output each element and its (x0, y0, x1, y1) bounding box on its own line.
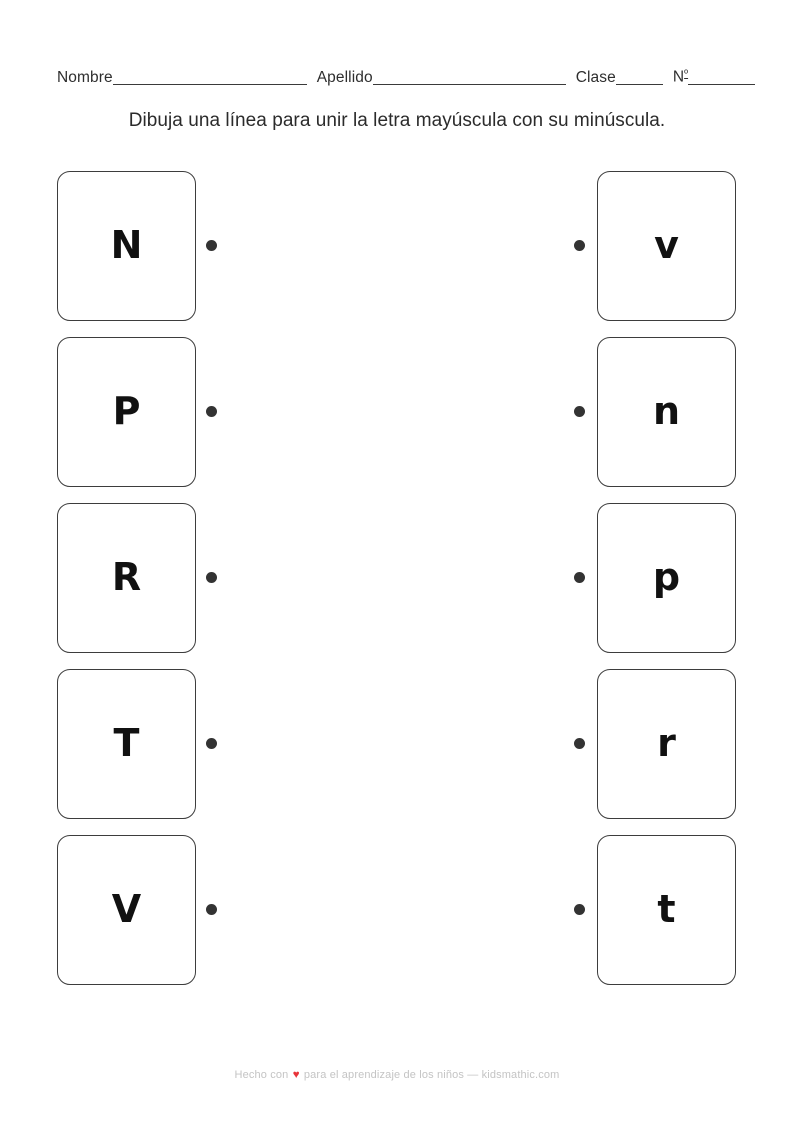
name-field-label: Nombre (57, 69, 113, 86)
uppercase-letter: N (110, 223, 143, 267)
footer-text-after: para el aprendizaje de los niños — kidsm… (303, 1069, 560, 1081)
matching-row: V t (0, 835, 794, 985)
surname-field-label: Apellido (316, 69, 373, 86)
number-field-label-text: N (672, 69, 685, 86)
name-field-line[interactable] (112, 84, 307, 85)
number-field-line[interactable] (688, 84, 755, 85)
connector-dot-left[interactable] (206, 904, 217, 915)
class-field-label: Clase (575, 69, 616, 86)
matching-row: P n (0, 337, 794, 487)
uppercase-card[interactable]: P (57, 337, 196, 487)
lowercase-card[interactable]: n (597, 337, 736, 487)
uppercase-card[interactable]: R (57, 503, 196, 653)
lowercase-letter: r (657, 721, 676, 765)
lowercase-card[interactable]: p (597, 503, 736, 653)
lowercase-card[interactable]: v (597, 171, 736, 321)
connector-dot-right[interactable] (574, 406, 585, 417)
footer-credit: Hecho con ♥ para el aprendizaje de los n… (0, 1069, 794, 1081)
matching-row: R p (0, 503, 794, 653)
connector-dot-left[interactable] (206, 240, 217, 251)
connector-dot-right[interactable] (574, 572, 585, 583)
uppercase-card[interactable]: V (57, 835, 196, 985)
matching-row: T r (0, 669, 794, 819)
ordinal-indicator: º (684, 68, 689, 81)
lowercase-card[interactable]: t (597, 835, 736, 985)
uppercase-card[interactable]: N (57, 171, 196, 321)
lowercase-letter: p (652, 555, 681, 599)
class-field-line[interactable] (615, 84, 663, 85)
lowercase-letter: t (657, 887, 676, 931)
connector-dot-right[interactable] (574, 738, 585, 749)
uppercase-letter: V (111, 887, 142, 931)
number-field-label: Nº (673, 65, 688, 88)
uppercase-letter: T (113, 721, 140, 765)
connector-dot-right[interactable] (574, 240, 585, 251)
connector-dot-left[interactable] (206, 572, 217, 583)
instruction-text: Dibuja una línea para unir la letra mayú… (128, 110, 666, 131)
lowercase-letter: n (652, 389, 681, 433)
uppercase-card[interactable]: T (57, 669, 196, 819)
connector-dot-right[interactable] (574, 904, 585, 915)
lowercase-card[interactable]: r (597, 669, 736, 819)
footer-text-before: Hecho con (234, 1069, 289, 1081)
uppercase-letter: R (111, 555, 142, 599)
lowercase-letter: v (654, 223, 679, 267)
uppercase-letter: P (112, 389, 141, 433)
matching-row: N v (0, 171, 794, 321)
connector-dot-left[interactable] (206, 738, 217, 749)
surname-field-line[interactable] (372, 84, 566, 85)
student-info-row: Nombre Apellido Clase Nº (57, 62, 755, 88)
matching-board: N v P n R p (0, 171, 794, 986)
connector-dot-left[interactable] (206, 406, 217, 417)
heart-icon: ♥ (292, 1069, 300, 1081)
